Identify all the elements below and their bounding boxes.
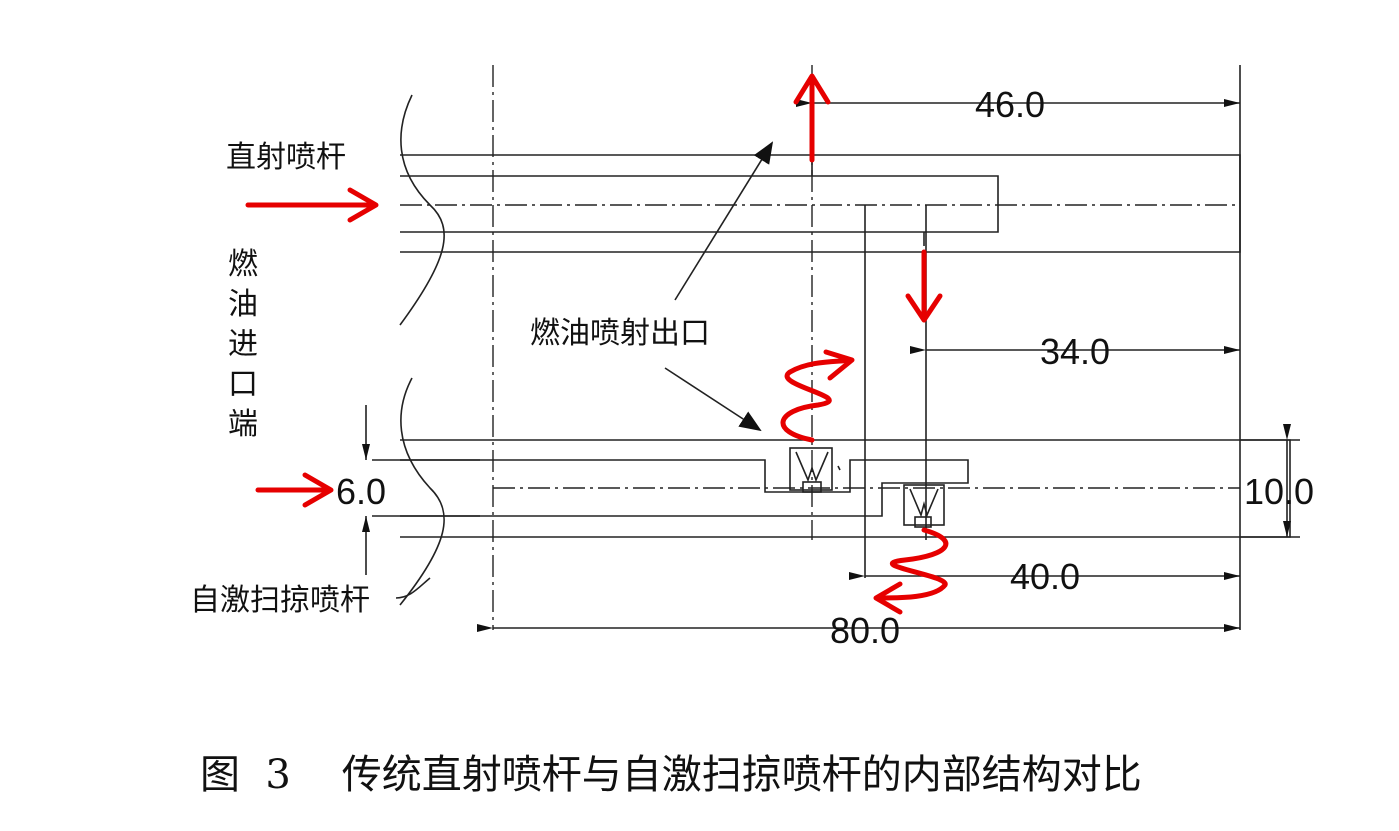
fuel-inlet-char-1: 燃 — [228, 247, 258, 282]
direct-bar-drawing — [399, 94, 1241, 578]
dim-40: 40.0 — [1010, 556, 1080, 597]
fuel-inlet-char-4: 口 — [228, 367, 258, 402]
sweeping-bar-drawing — [372, 377, 1291, 606]
upper-sweep-wave — [780, 357, 853, 443]
dim-80: 80.0 — [830, 610, 900, 651]
flow-arrows — [245, 73, 949, 615]
fuel-outlet-label: 燃油喷射出口 — [530, 316, 710, 351]
fuel-inlet-char-3: 进 — [228, 327, 258, 362]
sweeping-bar-label: 自激扫掠喷杆 — [190, 583, 370, 618]
fuel-inlet-char-5: 端 — [228, 407, 258, 442]
dim-34: 34.0 — [1040, 331, 1110, 372]
dim-10: 10.0 — [1244, 471, 1314, 512]
direct-bar-label: 直射喷杆 — [226, 140, 346, 175]
fuel-inlet-char-2: 油 — [228, 287, 258, 322]
sweeping-bar-leader — [395, 577, 431, 599]
figure-caption: 图 3 传统直射喷杆与自激扫掠喷杆的内部结构对比 — [200, 752, 1142, 798]
dimension-lines — [362, 99, 1300, 632]
dim-6: 6.0 — [336, 471, 386, 512]
dim-46: 46.0 — [975, 84, 1045, 125]
lower-sweep-wave — [877, 527, 949, 601]
outlet-leader-arrows — [664, 141, 774, 432]
